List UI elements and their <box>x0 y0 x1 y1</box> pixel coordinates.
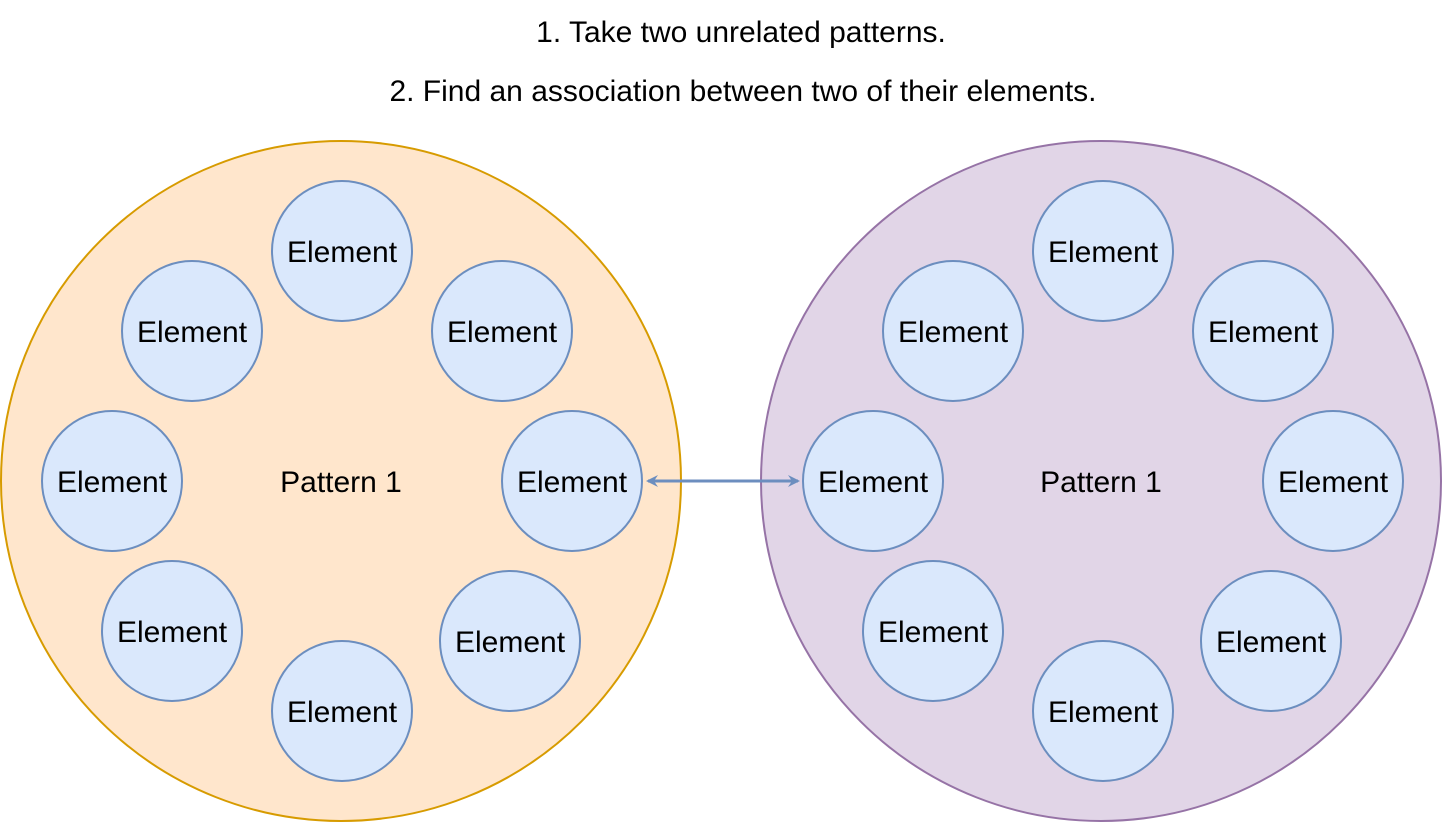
left-element-circle <box>431 260 573 402</box>
right-element-circle <box>1032 640 1174 782</box>
step-1-text: 1. Take two unrelated patterns. <box>536 16 946 49</box>
right-element-node: Element <box>1200 570 1342 712</box>
right-element-circle <box>1032 180 1174 322</box>
left-element-node: Element <box>41 410 183 552</box>
step-2-text: 2. Find an association between two of th… <box>389 75 1096 108</box>
right-element-circle <box>1262 410 1404 552</box>
left-element-label: Element <box>287 696 398 729</box>
left-element-node: Element <box>101 560 243 702</box>
right-element-circle <box>862 560 1004 702</box>
right-element-node: Element <box>1032 640 1174 782</box>
left-element-circle <box>101 560 243 702</box>
right-element-label: Element <box>878 616 989 649</box>
right-element-label: Element <box>1208 316 1319 349</box>
left-element-circle <box>501 410 643 552</box>
right-element-node: Element <box>1032 180 1174 322</box>
left-element-circle <box>41 410 183 552</box>
right-element-node: Element <box>882 260 1024 402</box>
right-element-label: Element <box>898 316 1009 349</box>
right-element-circle <box>802 410 944 552</box>
right-element-circle <box>882 260 1024 402</box>
right-element-label: Element <box>818 466 929 499</box>
right-element-label: Element <box>1048 236 1159 269</box>
right-element-node: Element <box>862 560 1004 702</box>
left-element-node: Element <box>121 260 263 402</box>
left-element-node: Element <box>431 260 573 402</box>
pattern-left-label: Pattern 1 <box>280 466 402 499</box>
right-element-label: Element <box>1278 466 1389 499</box>
left-element-circle <box>439 570 581 712</box>
left-element-label: Element <box>517 466 628 499</box>
left-element-label: Element <box>455 626 566 659</box>
right-element-label: Element <box>1216 626 1327 659</box>
left-element-circle <box>121 260 263 402</box>
left-element-node: Element <box>271 180 413 322</box>
left-element-label: Element <box>447 316 558 349</box>
right-element-node: Element <box>1262 410 1404 552</box>
right-element-node: Element <box>802 410 944 552</box>
left-element-label: Element <box>137 316 248 349</box>
left-element-label: Element <box>287 236 398 269</box>
left-element-circle <box>271 180 413 322</box>
right-element-node: Element <box>1192 260 1334 402</box>
right-element-circle <box>1192 260 1334 402</box>
pattern-right-label: Pattern 1 <box>1040 466 1162 499</box>
right-element-label: Element <box>1048 696 1159 729</box>
left-element-circle <box>271 640 413 782</box>
left-element-node: Element <box>439 570 581 712</box>
left-element-label: Element <box>117 616 228 649</box>
right-element-circle <box>1200 570 1342 712</box>
left-element-node: Element <box>501 410 643 552</box>
left-element-node: Element <box>271 640 413 782</box>
left-element-label: Element <box>57 466 168 499</box>
